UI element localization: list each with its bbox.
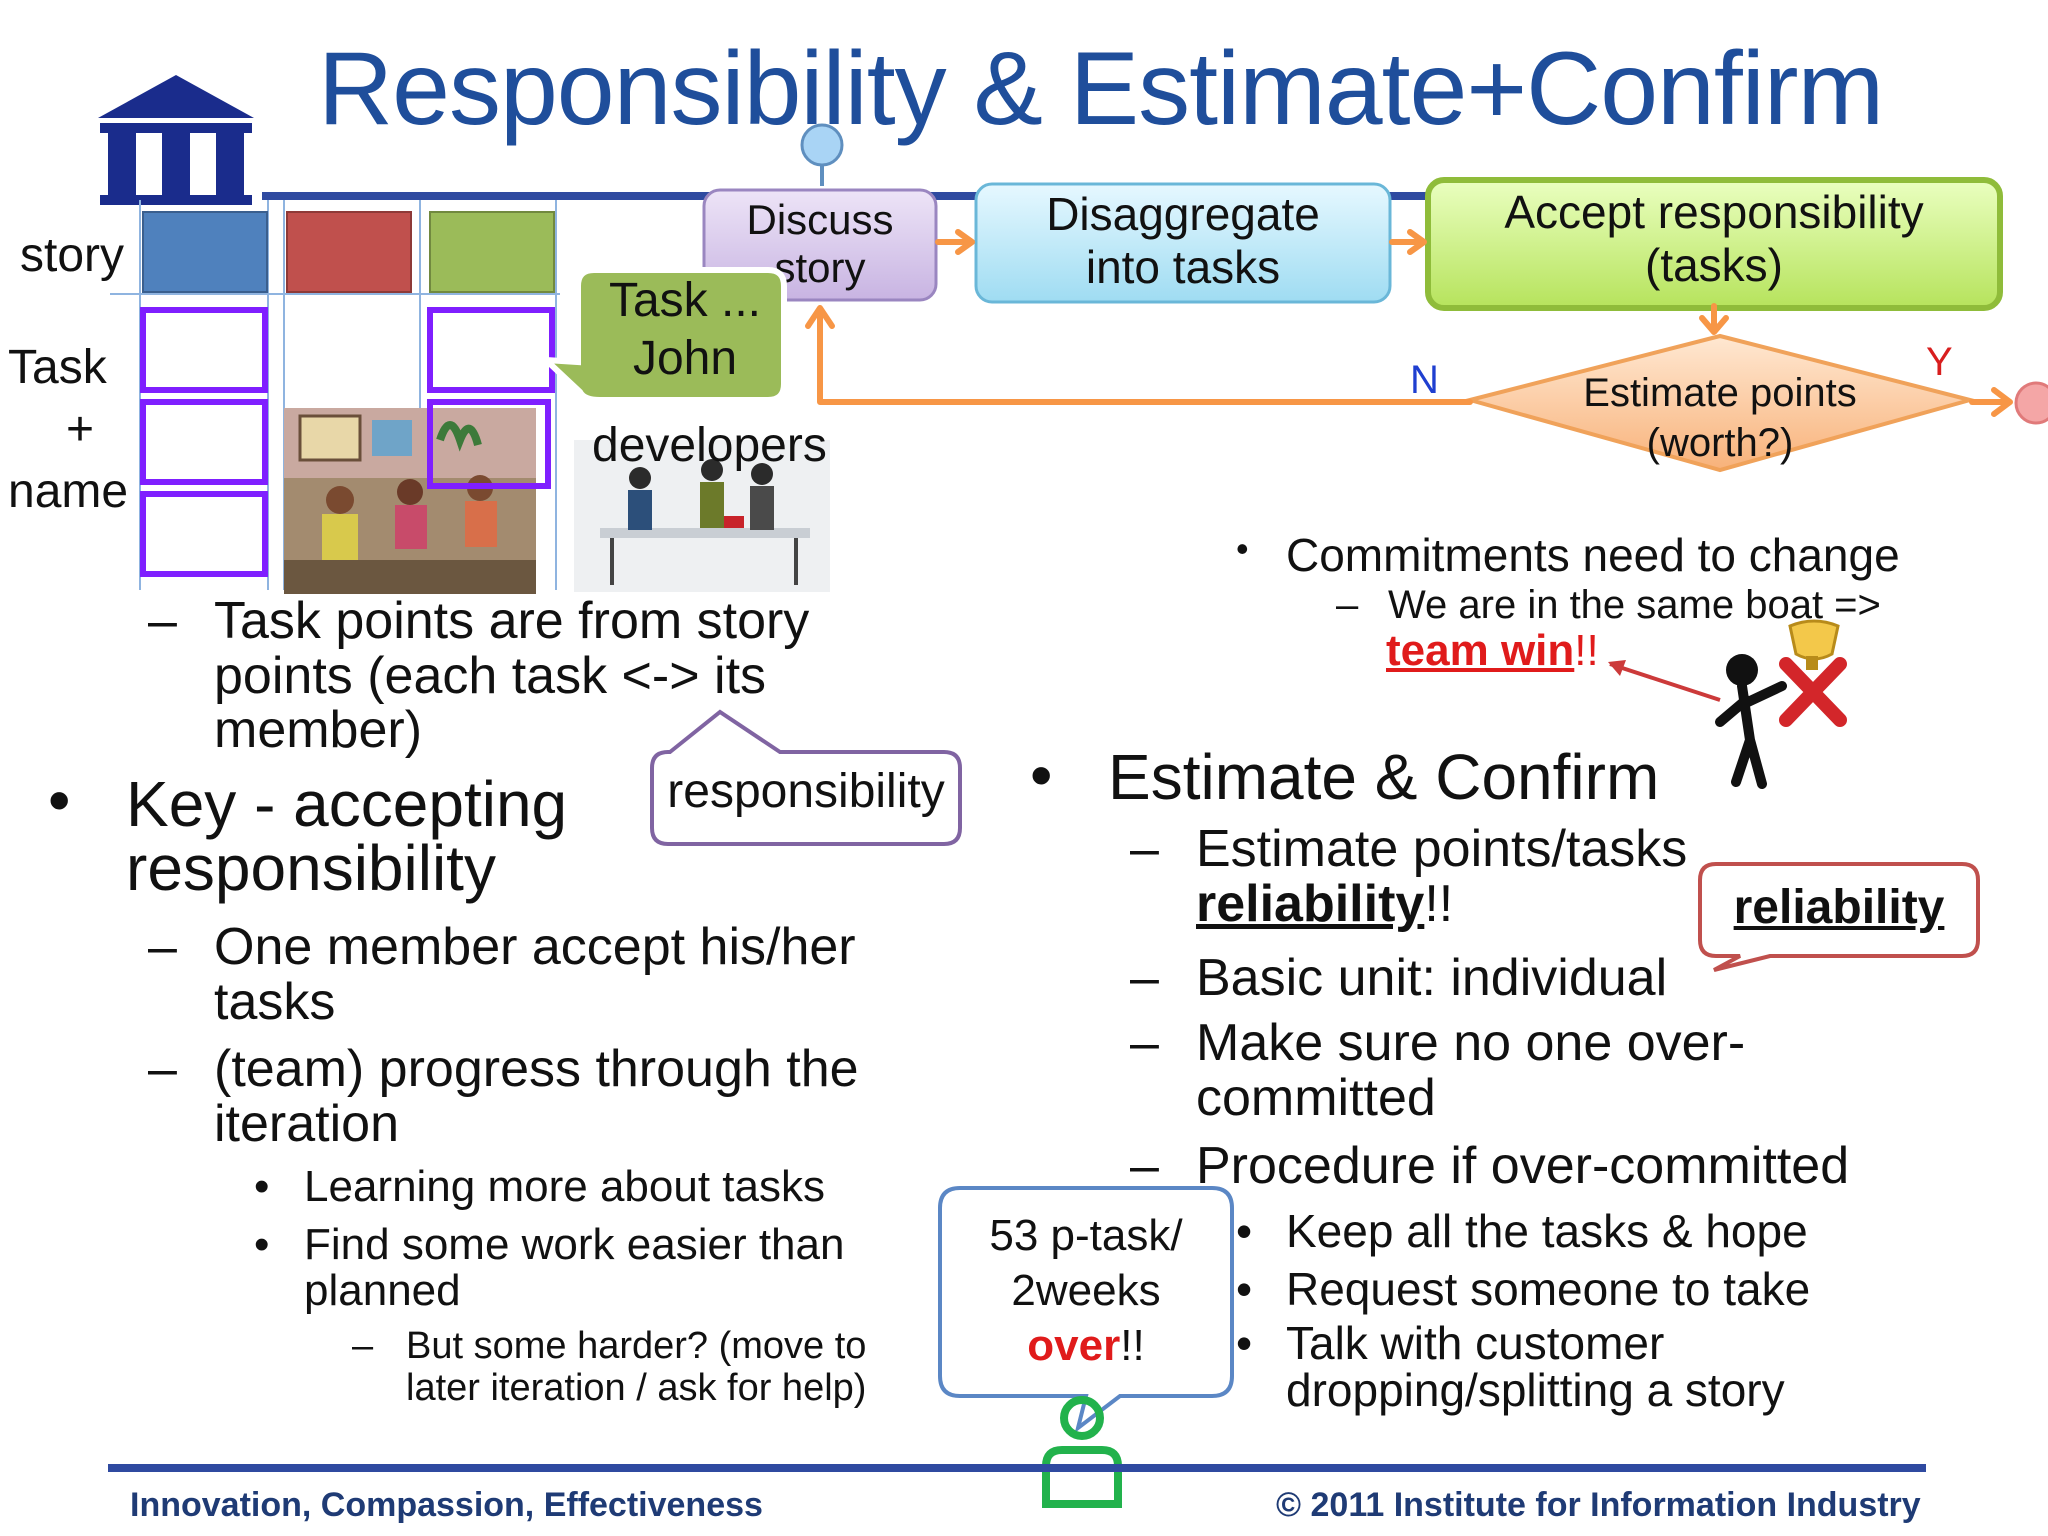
- developers-label: developers: [592, 419, 827, 472]
- footer-copyright: © 2011 Institute for Information Industr…: [1276, 1486, 1921, 1524]
- keep-all-item: • Keep all the tasks & hope: [1236, 1205, 1808, 1257]
- end-node: [2014, 381, 2048, 425]
- responsibility-callout-text: responsibility: [667, 765, 945, 818]
- story-card-red: [286, 211, 412, 293]
- estimate-confirm-item: • Estimate & Confirm: [1030, 739, 1660, 813]
- disaggregate-label: Disaggregate into tasks: [1046, 188, 1320, 293]
- make-sure-item: – Make sure no one over- committed: [1130, 1014, 1746, 1127]
- row-label-task: Task: [8, 341, 107, 394]
- row-label-story: story: [20, 229, 125, 282]
- task-card: [140, 399, 268, 485]
- but-harder-item: – But some harder? (move to later iterat…: [352, 1325, 867, 1409]
- request-item: • Request someone to take: [1236, 1263, 1811, 1315]
- key-accepting-item: • Key - accepting responsibility: [48, 764, 568, 904]
- talk-item: • Talk with customer dropping/splitting …: [1236, 1317, 1785, 1416]
- pin-head: [800, 123, 844, 167]
- row-label-plus: +: [66, 403, 95, 456]
- basic-unit-item: – Basic unit: individual: [1130, 949, 1668, 1007]
- page-title: Responsibility & Estimate+Confirm: [318, 31, 1884, 147]
- yes-label: Y: [1926, 340, 1953, 384]
- task-card: [140, 307, 268, 393]
- reliability-callout-text: reliability: [1733, 881, 1945, 934]
- task-callout-text: Task ... John: [608, 274, 762, 385]
- procedure-item: – Procedure if over-committed: [1130, 1137, 1850, 1195]
- team-win: team win!!: [1386, 626, 1599, 675]
- estimate-points-tasks-item: – Estimate points/tasks reliability!!: [1130, 820, 1688, 933]
- team-progress-item: – (team) progress through the iteration: [148, 1040, 859, 1153]
- person-icon: [1060, 1396, 1104, 1440]
- no-label: N: [1410, 358, 1439, 402]
- task-points-item: – Task points are from story points (eac…: [148, 592, 810, 760]
- over-callout-text: 53 p-task/ 2weeks over!!: [989, 1211, 1183, 1370]
- same-boat-item: – We are in the same boat =>: [1336, 583, 1881, 627]
- learning-item: • Learning more about tasks: [254, 1162, 825, 1211]
- footer-tagline: Innovation, Compassion, Effectiveness: [130, 1486, 763, 1524]
- discuss-story-label: Discuss story: [746, 196, 894, 292]
- find-easier-item: • Find some work easier than planned: [254, 1220, 845, 1316]
- story-card-blue: [142, 211, 268, 293]
- row-label-name: name: [8, 465, 129, 518]
- story-card-green: [429, 211, 555, 293]
- estimate-points-label: Estimate points (worth?): [1583, 371, 1857, 465]
- one-member-item: – One member accept his/her tasks: [148, 918, 856, 1031]
- task-card: [427, 307, 555, 393]
- accept-responsibility-label: Accept responsibility (tasks): [1504, 186, 1924, 291]
- task-card: [140, 491, 268, 577]
- commitments-item: • Commitments need to change: [1236, 528, 1900, 581]
